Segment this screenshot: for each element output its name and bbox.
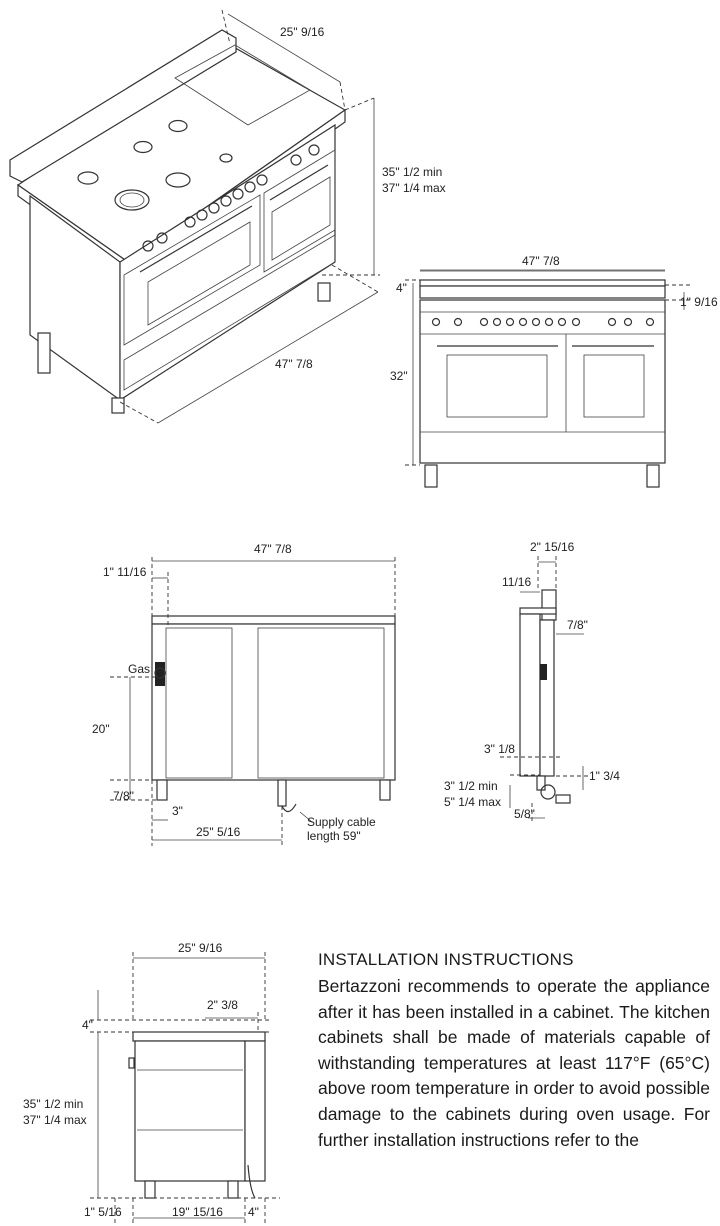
perspective-height-max-label: 37" 1/4 max: [382, 181, 446, 195]
side-3-1-8-label: 3" 1/8: [484, 742, 515, 756]
rear-leg-small-label: 7/8": [113, 789, 134, 803]
perspective-width-label: 47" 7/8: [275, 357, 313, 371]
instructions-body: Bertazzoni recommends to operate the app…: [318, 976, 710, 1150]
side-view-drawing: [500, 556, 590, 822]
rear-supply-cable-length-label: length 59": [307, 829, 361, 843]
side-1-3-4-label: 1" 3/4: [589, 769, 620, 783]
front-top-thickness-label: 1" 9/16: [680, 295, 718, 309]
cabinet-depth-label: 25" 9/16: [178, 941, 223, 955]
side-5-8-label: 5/8": [514, 807, 535, 821]
cabinet-height-min-label: 35" 1/2 min: [23, 1097, 83, 1111]
rear-supply-cable-label: Supply cable: [307, 815, 376, 829]
perspective-drawing: [9, 9, 380, 424]
front-backguard-label: 4": [396, 281, 407, 295]
cabinet-side-drawing: [90, 952, 280, 1226]
side-min-label: 3" 1/2 min: [444, 779, 498, 793]
perspective-height-min-label: 35" 1/2 min: [382, 165, 442, 179]
side-small-label: 11/16: [502, 575, 531, 589]
front-width-label: 47" 7/8: [522, 254, 560, 268]
front-view-knobs: [431, 317, 655, 327]
side-max-label: 5" 1/4 max: [444, 795, 501, 809]
instructions-title: INSTALLATION INSTRUCTIONS: [318, 950, 574, 969]
perspective-depth-label: 25" 9/16: [280, 25, 325, 39]
front-view-drawing: [405, 269, 690, 488]
cabinet-1-5-16-label: 1" 5/16: [84, 1205, 122, 1219]
rear-view-drawing: [110, 557, 396, 846]
rear-cable-offset-label: 25" 5/16: [196, 825, 241, 839]
rear-leg-offset-label: 3": [172, 804, 183, 818]
cabinet-height-max-label: 37" 1/4 max: [23, 1113, 87, 1127]
side-top-label: 2" 15/16: [530, 540, 575, 554]
cabinet-19-label: 19" 15/16: [172, 1205, 223, 1219]
perspective-knobs: [142, 144, 320, 252]
front-body-height-label: 32": [390, 369, 408, 383]
rear-gas-height-label: 20": [92, 722, 110, 736]
cabinet-4-label: 4": [82, 1018, 93, 1032]
rear-width-label: 47" 7/8: [254, 542, 292, 556]
cabinet-2-3-8-label: 2" 3/8: [207, 998, 238, 1012]
side-7-8-label: 7/8": [567, 618, 588, 632]
installation-instructions: INSTALLATION INSTRUCTIONS Bertazzoni rec…: [318, 950, 710, 1153]
rear-side-offset-label: 1" 11/16: [103, 565, 147, 579]
cabinet-4b-label: 4": [248, 1205, 259, 1219]
rear-gas-label: Gas: [128, 662, 150, 676]
